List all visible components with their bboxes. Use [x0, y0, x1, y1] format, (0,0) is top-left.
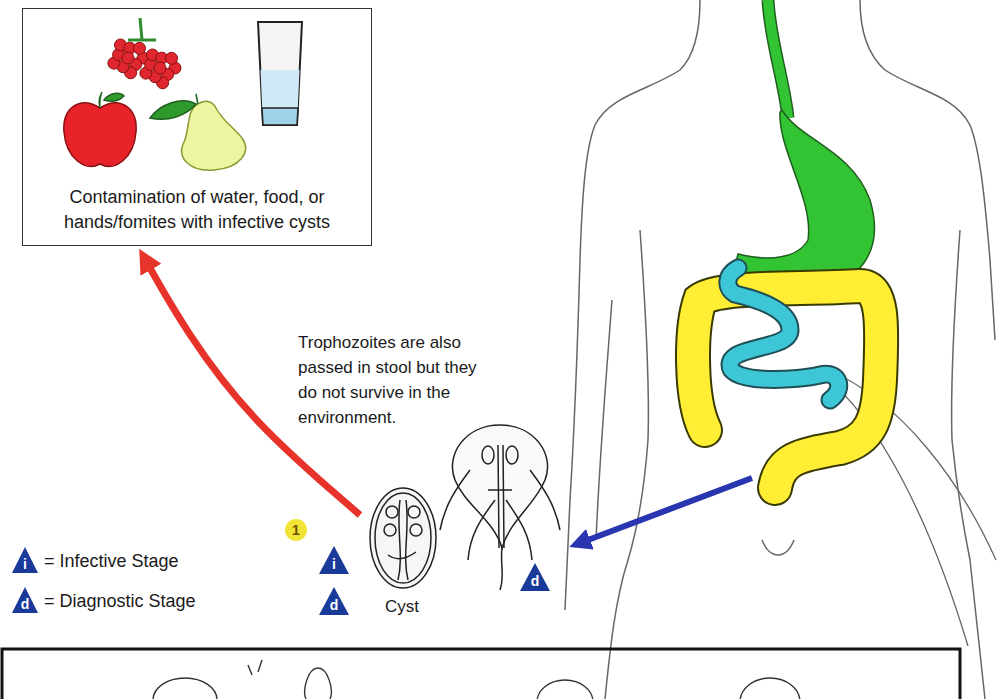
- callout-number: 1: [285, 520, 307, 540]
- stage-figure: Cyst: [360, 478, 444, 618]
- berry-stem: [128, 18, 156, 40]
- small-intestine: [728, 268, 839, 400]
- nucleus: [482, 446, 494, 464]
- stage-letter: d: [520, 573, 550, 590]
- apple: [64, 103, 136, 166]
- node-text: Contamination of water, food, or hands/f…: [33, 185, 361, 235]
- node-text: Cyst: [362, 596, 442, 618]
- apple-leaf: [99, 92, 124, 108]
- pear: [182, 101, 246, 170]
- body-line: [596, 300, 612, 540]
- panel-drawings: [153, 660, 800, 699]
- stage-letter: i: [12, 556, 38, 573]
- drupelet: [165, 52, 177, 64]
- legend-entry: = Diagnostic Stage: [44, 589, 196, 613]
- trophozoite-body: [452, 425, 547, 548]
- stomach: [734, 110, 874, 287]
- cyst-drawing: [370, 488, 436, 588]
- legend-text: = Infective Stage: [44, 551, 179, 571]
- leader-line: [828, 370, 996, 560]
- body-line: [952, 230, 985, 699]
- stage-triangle: [319, 587, 349, 615]
- body-outline: [565, 0, 995, 699]
- small-intestine: [728, 268, 839, 400]
- panel-organism: [537, 680, 593, 699]
- drupelet: [133, 42, 145, 54]
- cyst-wall: [375, 493, 431, 583]
- legend-entry: = Infective Stage: [44, 549, 179, 573]
- bottom-panel: [2, 649, 960, 699]
- source-box: Contamination of water, food, or hands/f…: [22, 8, 372, 246]
- legend-text: = Diagnostic Stage: [44, 591, 196, 611]
- stage-letter: i: [319, 556, 349, 573]
- body-line: [762, 540, 794, 555]
- axostyle: [388, 500, 416, 580]
- panel-organism: [740, 678, 800, 699]
- trophozoite-drawing: [440, 425, 560, 590]
- stage-letter: d: [319, 597, 349, 614]
- stage-triangle: [520, 563, 550, 591]
- panel-organism: [153, 678, 217, 699]
- esophagus: [768, 0, 788, 118]
- raspberries: [108, 39, 181, 89]
- stage-triangle: [12, 587, 38, 613]
- drupelet: [122, 52, 134, 64]
- glass-water: [261, 70, 300, 125]
- axostyle: [488, 445, 512, 548]
- note-text: Trophozoites are also passed in stool bu…: [298, 330, 498, 430]
- nucleus: [410, 524, 422, 536]
- stool-arrow: [588, 478, 752, 540]
- callout-circle: [285, 519, 307, 541]
- stage-triangle: [319, 546, 349, 574]
- stage-letter: d: [12, 596, 38, 613]
- stage-triangles: [12, 546, 550, 615]
- nucleus: [408, 506, 420, 518]
- nucleus: [384, 524, 396, 536]
- cyst-wall: [370, 488, 436, 588]
- pear-leaf: [150, 94, 198, 119]
- drupelet: [154, 62, 166, 74]
- esophagus: [768, 0, 788, 118]
- flagellum: [440, 470, 560, 590]
- glass: [258, 22, 302, 125]
- body-line: [565, 0, 700, 610]
- panel-organism: [305, 668, 332, 699]
- glass-water: [262, 108, 298, 125]
- stage-triangle: [12, 547, 38, 573]
- nucleus: [506, 446, 518, 464]
- panel-organism: [248, 660, 262, 675]
- nucleus: [386, 506, 398, 518]
